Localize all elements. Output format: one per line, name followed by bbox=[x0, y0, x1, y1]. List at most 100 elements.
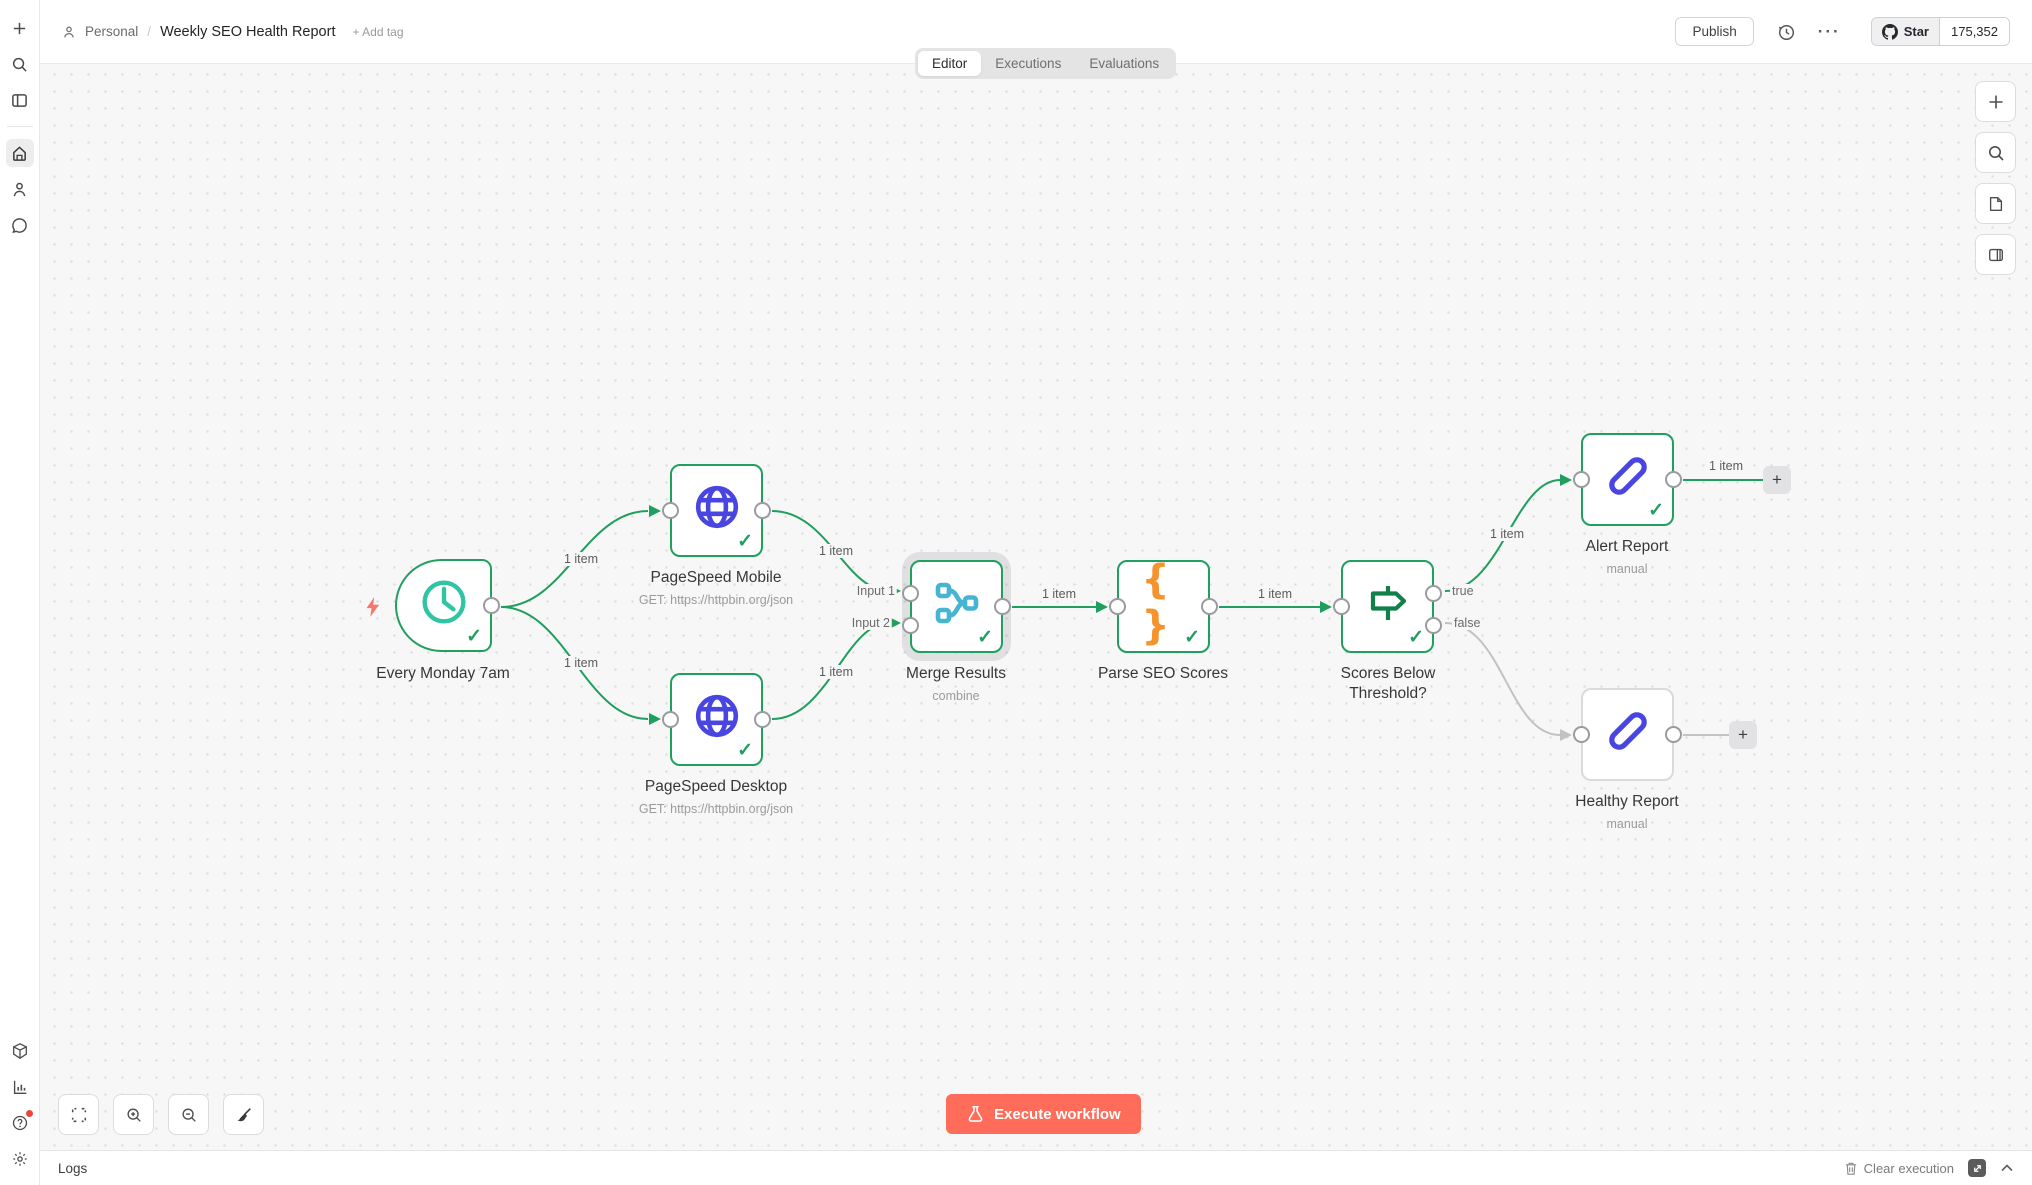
execute-workflow-label: Execute workflow bbox=[994, 1105, 1121, 1123]
plus-icon bbox=[13, 22, 26, 34]
globe-icon bbox=[694, 693, 740, 739]
tab-editor[interactable]: Editor bbox=[918, 51, 982, 76]
input-handle[interactable] bbox=[662, 502, 679, 519]
open-logs-panel-button[interactable] bbox=[1968, 1159, 1986, 1177]
left-sidebar bbox=[0, 0, 40, 1185]
node-name-block: Alert Report manual bbox=[1497, 537, 1757, 577]
success-check-icon: ✓ bbox=[1408, 627, 1424, 648]
node-parse-seo-scores[interactable]: { } ✓ bbox=[1109, 556, 1218, 653]
workflow-title[interactable]: Weekly SEO Health Report bbox=[160, 23, 336, 40]
output-handle[interactable] bbox=[1201, 598, 1218, 615]
node-pagespeed-mobile[interactable]: ✓ bbox=[662, 464, 771, 557]
trigger-bolt-icon bbox=[362, 596, 382, 623]
input-handle[interactable] bbox=[1573, 726, 1590, 743]
sidebar-item-home[interactable] bbox=[5, 139, 34, 167]
flask-icon bbox=[968, 1105, 983, 1122]
package-icon bbox=[12, 1043, 27, 1059]
github-star-count[interactable]: 175,352 bbox=[1940, 18, 2009, 45]
new-workflow-button[interactable] bbox=[6, 14, 34, 42]
success-check-icon: ✓ bbox=[737, 531, 753, 552]
sticky-note-button[interactable] bbox=[1975, 183, 2016, 224]
input-handle[interactable] bbox=[662, 711, 679, 728]
more-options-button[interactable]: ··· bbox=[1817, 21, 1841, 41]
person-icon bbox=[64, 26, 74, 38]
edge-label: 1 item bbox=[1705, 459, 1747, 473]
chevron-up-icon bbox=[2001, 1164, 2013, 1172]
input-handle[interactable] bbox=[1333, 598, 1350, 615]
sidebar-item-insights[interactable] bbox=[6, 1073, 34, 1101]
search-icon bbox=[1988, 145, 2004, 161]
node-scores-below-threshold[interactable]: ✓ bbox=[1333, 560, 1442, 653]
sidebar-item-chat[interactable] bbox=[6, 211, 34, 239]
code-braces-icon: { } bbox=[1141, 556, 1169, 649]
node-name: Scores Below Threshold? bbox=[1340, 665, 1436, 703]
node-name-block: Merge Results combine bbox=[826, 664, 1086, 704]
node-healthy-report[interactable] bbox=[1573, 688, 1682, 781]
logs-bar[interactable]: Logs Clear execution bbox=[40, 1150, 2032, 1185]
output-handle[interactable] bbox=[1665, 471, 1682, 488]
node-merge-results[interactable]: ✓ bbox=[902, 560, 1011, 653]
add-node-after-healthy-button[interactable]: + bbox=[1729, 721, 1757, 749]
add-node-after-alert-button[interactable]: + bbox=[1763, 466, 1791, 494]
search-button[interactable] bbox=[6, 50, 34, 78]
output-handle-true[interactable] bbox=[1425, 584, 1442, 602]
history-button[interactable] bbox=[1776, 22, 1796, 42]
node-pagespeed-desktop[interactable]: ✓ bbox=[662, 673, 771, 766]
input-handle-1[interactable] bbox=[902, 584, 919, 602]
output-handle[interactable] bbox=[483, 597, 500, 614]
node-name-block: Healthy Report manual bbox=[1497, 792, 1757, 832]
fit-view-button[interactable] bbox=[58, 1094, 99, 1135]
output-handle-false[interactable] bbox=[1425, 616, 1442, 634]
bar-chart-icon bbox=[13, 1080, 26, 1094]
zoom-out-button[interactable] bbox=[168, 1094, 209, 1135]
node-name: PageSpeed Mobile bbox=[650, 569, 782, 586]
panel-icon bbox=[12, 93, 27, 107]
help-icon bbox=[12, 1115, 27, 1131]
workflow-canvas[interactable] bbox=[40, 64, 2032, 1150]
tidy-up-button[interactable] bbox=[223, 1094, 264, 1135]
pen-icon bbox=[1605, 453, 1651, 499]
tab-evaluations[interactable]: Evaluations bbox=[1089, 56, 1160, 71]
clear-execution-button[interactable]: Clear execution bbox=[1844, 1161, 1954, 1176]
sidebar-item-templates[interactable] bbox=[6, 1037, 34, 1065]
user-icon bbox=[13, 182, 26, 196]
node-alert-report[interactable]: ✓ bbox=[1573, 433, 1682, 526]
github-star-button[interactable]: Star bbox=[1871, 18, 1940, 45]
plus-icon bbox=[1989, 95, 2002, 108]
breadcrumb: Personal / Weekly SEO Health Report + Ad… bbox=[62, 24, 404, 40]
node-name: Parse SEO Scores bbox=[1097, 665, 1229, 682]
publish-button[interactable]: Publish bbox=[1675, 17, 1754, 46]
sidebar-item-user[interactable] bbox=[6, 175, 34, 203]
search-nodes-button[interactable] bbox=[1975, 132, 2016, 173]
edge-label: 1 item bbox=[1038, 587, 1080, 601]
input-handle[interactable] bbox=[1573, 471, 1590, 488]
tab-executions[interactable]: Executions bbox=[995, 56, 1062, 71]
zoom-in-button[interactable] bbox=[113, 1094, 154, 1135]
node-name: Merge Results bbox=[906, 665, 1006, 682]
input-handle-2[interactable] bbox=[902, 616, 919, 634]
node-every-monday-7am[interactable]: ✓ bbox=[395, 559, 500, 652]
port-label-input1: Input 1 bbox=[854, 584, 897, 598]
history-icon bbox=[1778, 24, 1794, 40]
input-handle[interactable] bbox=[1109, 598, 1126, 615]
output-handle[interactable] bbox=[994, 598, 1011, 615]
execute-workflow-button[interactable]: Execute workflow bbox=[946, 1094, 1141, 1134]
add-tag-button[interactable]: + Add tag bbox=[352, 24, 404, 39]
edge-label: 1 item bbox=[815, 544, 857, 558]
node-name: Alert Report bbox=[1585, 538, 1669, 555]
zoom-out-icon bbox=[181, 1107, 196, 1122]
breadcrumb-project[interactable]: Personal bbox=[85, 24, 139, 39]
output-handle[interactable] bbox=[754, 711, 771, 728]
gear-icon bbox=[12, 1152, 27, 1166]
output-handle[interactable] bbox=[754, 502, 771, 519]
collapse-logs-button[interactable] bbox=[2000, 1163, 2014, 1173]
merge-icon bbox=[934, 580, 980, 626]
output-handle[interactable] bbox=[1665, 726, 1682, 743]
sidebar-item-help[interactable] bbox=[6, 1109, 34, 1137]
sidebar-item-settings[interactable] bbox=[6, 1145, 34, 1173]
toggle-right-panel-button[interactable] bbox=[1975, 234, 2016, 275]
sidebar-toggle-button[interactable] bbox=[6, 86, 34, 114]
add-node-button[interactable] bbox=[1975, 81, 2016, 122]
sticky-note-icon bbox=[1989, 196, 2002, 211]
github-star-widget[interactable]: Star 175,352 bbox=[1870, 17, 2010, 46]
